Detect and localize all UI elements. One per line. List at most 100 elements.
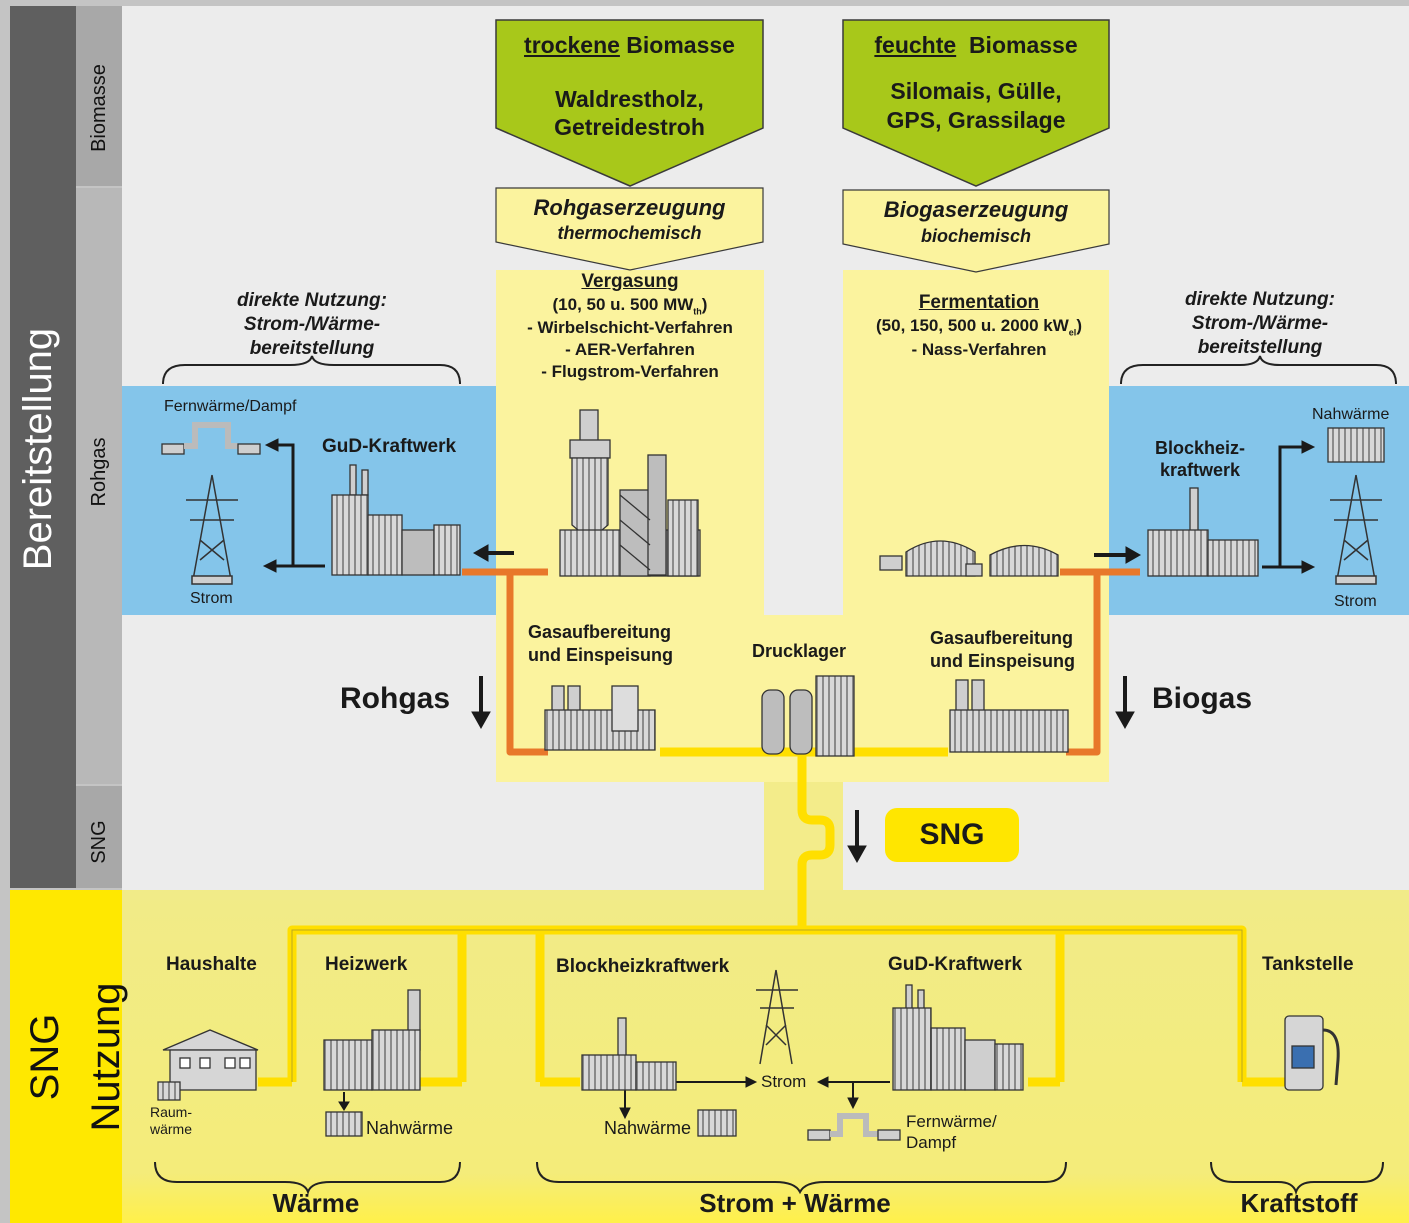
vergasung-item: - Wirbelschicht-Verfahren — [527, 318, 733, 337]
to-gud-arrow — [472, 544, 489, 562]
radiator-icon — [1327, 427, 1385, 463]
fermentation-capacity-suffix: ) — [1076, 316, 1082, 335]
chp-usage-icon — [581, 1017, 737, 1137]
brace-left-direct — [162, 355, 461, 385]
drucklager-label: Drucklager — [752, 641, 847, 661]
sidebar-stage-rohgas-label: Rohgas — [88, 437, 110, 507]
right-bhkw-label-1: Blockheiz- — [1154, 438, 1246, 458]
wet-biomass-box — [842, 19, 1110, 187]
power-pylon-usage-icon — [756, 969, 798, 1065]
category-kraftstoff: Kraftstoff — [1240, 1188, 1358, 1218]
rohgas-down-arrow — [471, 711, 491, 730]
sidebar-bereitstellung-label: Bereitstellung — [16, 327, 60, 571]
gud-plant-icon — [331, 464, 461, 576]
district-heat-usage-icon — [807, 1113, 901, 1141]
fernwaerme-usage-label-1: Fernwärme/ — [906, 1112, 997, 1131]
direct-use-right-line2: Strom-/Wärme- — [1191, 313, 1329, 334]
category-waerme: Wärme — [272, 1188, 360, 1218]
biogas-production-box — [842, 189, 1110, 273]
left-blue-panel — [122, 386, 496, 615]
gas-left-label-1: Gasaufbereitung — [528, 622, 672, 642]
raw-gas-pipes — [462, 568, 1140, 756]
sidebar-stage-sng — [76, 786, 122, 888]
tankstelle-label: Tankstelle — [1262, 954, 1354, 975]
biogas-flow-label: Biogas — [1152, 682, 1253, 715]
biogas-down-arrow — [1115, 711, 1135, 730]
right-strom-label: Strom — [1334, 593, 1377, 610]
sng-down-arrow — [847, 845, 867, 864]
vergasung-item: - AER-Verfahren — [565, 340, 695, 359]
direct-use-right-line1: direkte Nutzung: — [1185, 289, 1335, 310]
gas-treatment-right-icon — [949, 679, 1069, 753]
brace-strom-waerme — [536, 1161, 1067, 1195]
biogas-production-title: Biogaserzeugung — [883, 197, 1069, 222]
gasifier-plant-icon — [559, 409, 701, 577]
rohgas-flow-label: Rohgas — [340, 682, 451, 715]
fuel-pump-icon — [1284, 1015, 1340, 1091]
sidebar-nutzung-label: Nutzung — [84, 982, 128, 1132]
gas-right-label-2: und Einspeisung — [930, 651, 1076, 671]
gas-treatment-left-icon — [544, 685, 656, 751]
biogas-production-subtitle: biochemisch — [920, 226, 1032, 246]
vergasung-capacity-suffix: ) — [701, 295, 708, 314]
heizwerk-label: Heizwerk — [325, 954, 408, 975]
gas-right-label-1: Gasaufbereitung — [930, 628, 1074, 648]
chp-plant-icon — [1147, 487, 1259, 577]
left-fernwaerme-label: Fernwärme/Dampf — [164, 398, 297, 415]
fermentation-capacity: (50, 150, 500 u. 2000 kWel) — [843, 316, 1115, 337]
usage-background — [122, 890, 1409, 1223]
dry-biomass-line1: Waldrestholz, — [555, 86, 704, 112]
fernwaerme-usage-label-2: Dampf — [906, 1133, 957, 1152]
gas-left-label-2: und Einspeisung — [528, 645, 674, 665]
gud-usage-icon — [892, 984, 1024, 1091]
dry-biomass-heading-underlined: trockene — [524, 32, 620, 58]
wet-biomass-line2: GPS, Grassilage — [886, 107, 1066, 133]
sidebar-sng-label: SNG — [23, 1013, 67, 1101]
fermentation-capacity-sub: el — [1068, 327, 1077, 338]
direct-use-left-line1: direkte Nutzung: — [237, 290, 387, 311]
wet-biomass-heading: feuchte Biomasse — [843, 32, 1109, 59]
dry-biomass-box — [495, 19, 764, 187]
bhkw-usage-label: Blockheizkraftwerk — [556, 956, 730, 977]
sidebar-stage-biomasse — [76, 6, 122, 186]
raumwaerme-label-1: Raum- — [150, 1104, 193, 1120]
right-bhkw-label-2: kraftwerk — [1159, 460, 1241, 480]
sidebar-stage-biomasse-label: Biomasse — [88, 64, 110, 152]
category-strom-waerme: Strom + Wärme — [699, 1188, 891, 1218]
heat-pipe-icon — [161, 422, 261, 455]
brace-right-direct — [1120, 355, 1397, 385]
raumwaerme-label-2: wärme — [150, 1121, 193, 1137]
vergasung-item: - Flugstrom-Verfahren — [541, 362, 719, 381]
direct-use-right-line3: bereitstellung — [1197, 337, 1323, 358]
rohgas-production-box — [495, 187, 764, 271]
vergasung-title: Vergasung — [581, 271, 679, 292]
haushalte-label: Haushalte — [166, 954, 257, 975]
house-icon — [157, 1029, 259, 1101]
rohgas-production-title: Rohgaserzeugung — [533, 195, 726, 220]
wet-biomass-line1: Silomais, Gülle, — [890, 78, 1062, 104]
sidebar-sng-nutzung — [10, 890, 122, 1223]
brace-waerme — [154, 1161, 461, 1196]
vergasung-capacity-prefix: (10, 50 u. 500 MW — [552, 295, 694, 314]
sng-flow-label: SNG — [919, 818, 985, 851]
left-gud-label: GuD-Kraftwerk — [322, 436, 457, 457]
fermentation-capacity-prefix: (50, 150, 500 u. 2000 kW — [876, 316, 1069, 335]
dry-biomass-line2: Getreidestroh — [554, 114, 705, 140]
rohgas-production-subtitle: thermochemisch — [557, 223, 702, 243]
pressure-storage-icon — [761, 675, 855, 757]
right-nahwaerme-label: Nahwärme — [1312, 406, 1390, 423]
brace-kraftstoff — [1210, 1161, 1384, 1196]
wet-biomass-heading-underlined: feuchte — [874, 32, 957, 58]
power-pylon-right-icon — [1330, 474, 1382, 585]
sidebar-stage-rohgas — [76, 188, 122, 784]
biogas-fermenter-icon — [879, 540, 1059, 577]
nahwaerme-heizwerk-label: Nahwärme — [366, 1118, 454, 1138]
dry-biomass-heading: trockene Biomasse — [496, 32, 763, 59]
fermentation-item: - Nass-Verfahren — [911, 340, 1047, 359]
fermentation-title: Fermentation — [918, 292, 1040, 313]
nahwaerme-bhkw-label: Nahwärme — [604, 1118, 692, 1138]
flow-arrows — [262, 438, 1316, 1120]
strom-usage-label: Strom — [761, 1072, 807, 1091]
sng-label-box — [885, 808, 1019, 862]
